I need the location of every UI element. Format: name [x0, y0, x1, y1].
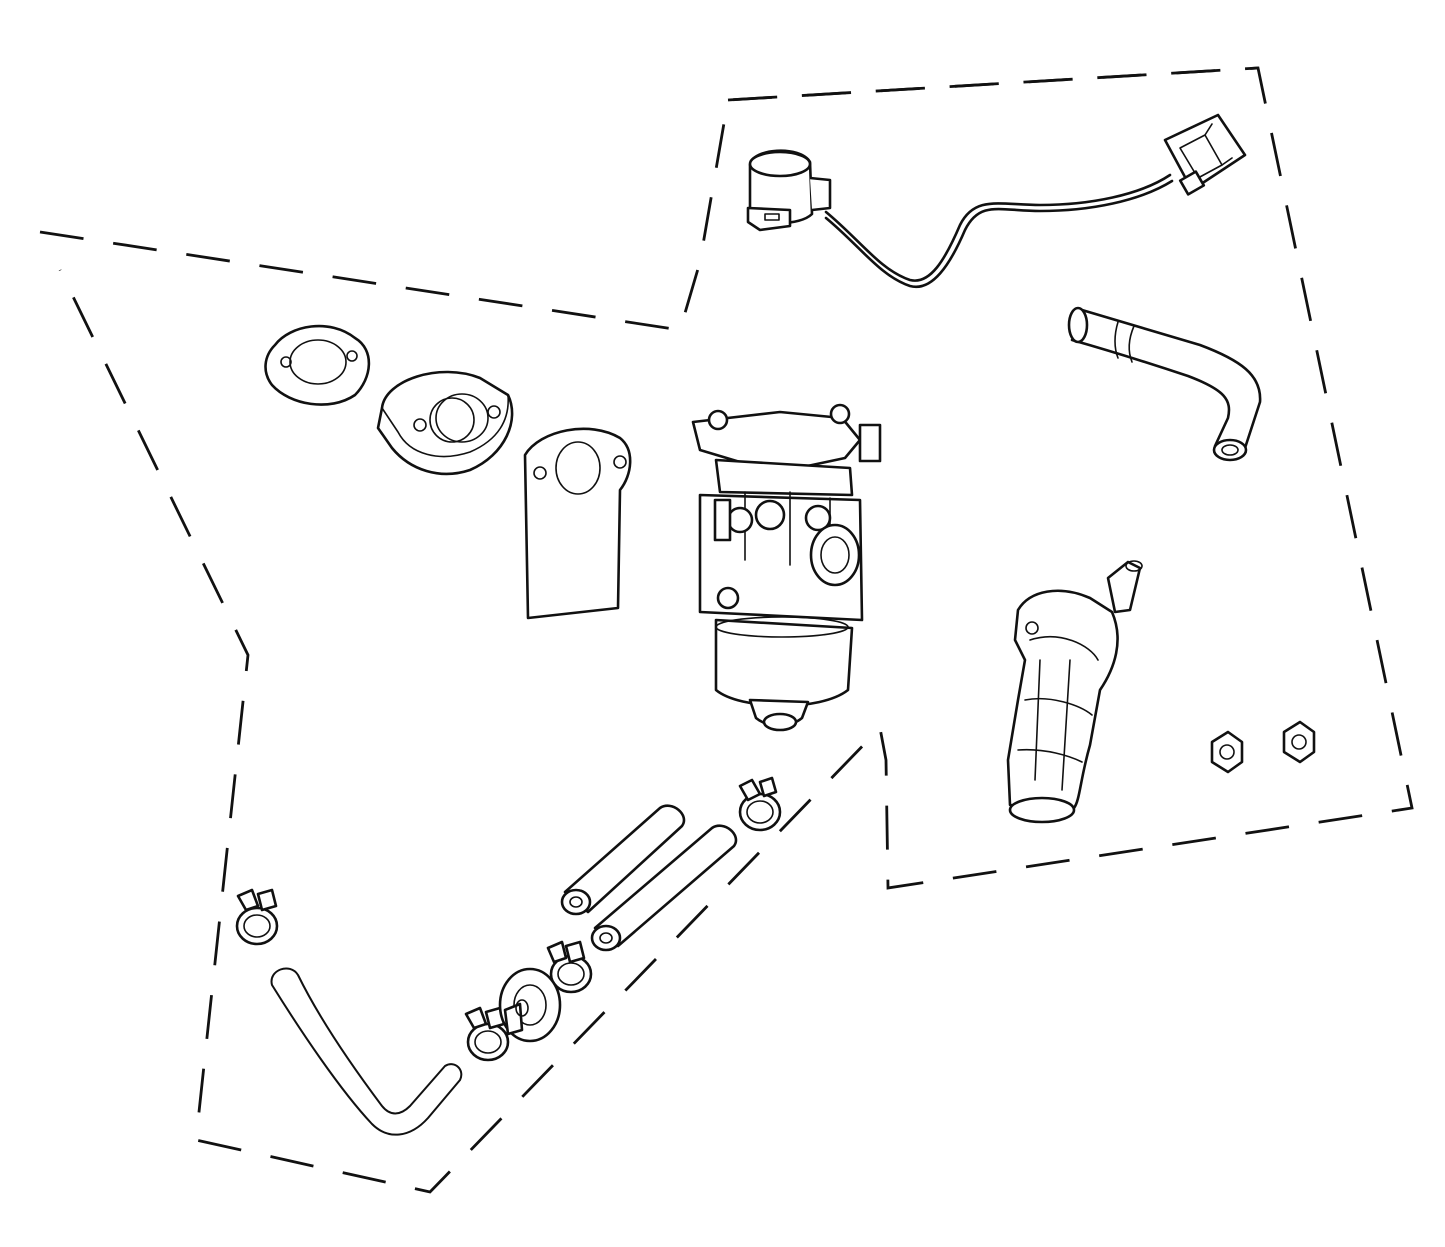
intake-group-boundary	[727, 66, 1259, 102]
hose-clamp	[464, 1006, 510, 1062]
hose-clamp	[546, 940, 593, 994]
fuel-shutoff-solenoid	[746, 149, 1174, 289]
fuel-line-elbow	[270, 967, 463, 1136]
breather-tube	[1067, 306, 1262, 462]
heat-shield-plate	[523, 427, 632, 620]
carburetor-group-boundary	[39, 66, 1414, 1194]
mounting-gasket	[264, 324, 371, 406]
carburetor	[691, 403, 882, 732]
hose-clamp	[738, 776, 782, 832]
wire-harness-connector	[1163, 113, 1247, 196]
flange-nut	[1282, 720, 1316, 764]
flange-nut	[1210, 730, 1244, 774]
intake-manifold	[1006, 560, 1143, 824]
insulator-spacer	[376, 370, 514, 476]
fuel-filter	[498, 967, 562, 1043]
fuel-hose-short-a	[560, 804, 686, 916]
hose-clamp	[235, 888, 279, 946]
fuel-hose-short-b	[590, 824, 738, 952]
